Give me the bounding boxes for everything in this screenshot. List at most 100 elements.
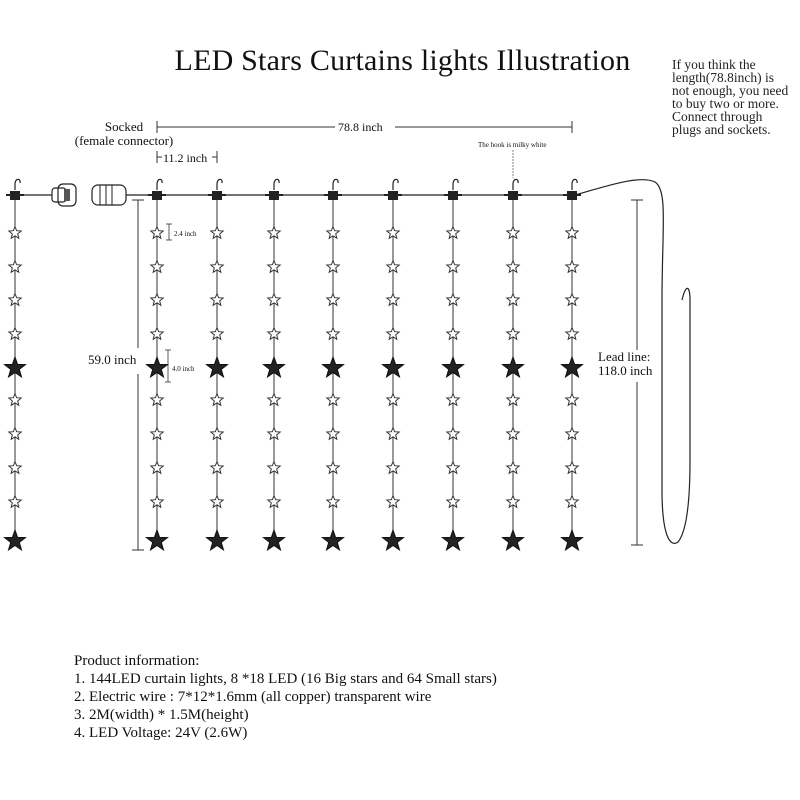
small-star-icon (385, 426, 401, 441)
small-star-icon (445, 392, 461, 407)
light-strand (501, 178, 525, 552)
small-star-icon (266, 426, 282, 441)
light-strand (262, 178, 286, 552)
big-star-icon (381, 528, 405, 552)
small-star-icon (266, 392, 282, 407)
plug-connector (51, 183, 77, 207)
small-star-icon (564, 392, 580, 407)
small-star-icon (445, 494, 461, 509)
small-star-icon (505, 326, 521, 341)
light-strand (145, 178, 169, 552)
big-star-icon (501, 355, 525, 379)
small-star-icon (209, 292, 225, 307)
big-star-icon (560, 355, 584, 379)
small-star-icon (445, 259, 461, 274)
hook-note: The hook is milky white (478, 141, 547, 149)
small-star-icon (149, 326, 165, 341)
small-star-icon (7, 494, 23, 509)
small-star-icon (325, 426, 341, 441)
big-star-icon (321, 355, 345, 379)
small-star-icon (209, 494, 225, 509)
small-star-icon (445, 225, 461, 240)
small-star-icon (445, 326, 461, 341)
spacing-dimension (156, 151, 218, 163)
small-star-icon (266, 326, 282, 341)
big-star-icon (145, 528, 169, 552)
small-star-icon (564, 494, 580, 509)
small-star-icon (505, 494, 521, 509)
big-star-icon (321, 528, 345, 552)
big-gap-label: 4.0 inch (172, 365, 195, 373)
small-star-icon (445, 426, 461, 441)
small-star-icon (149, 225, 165, 240)
big-star-icon (145, 355, 169, 379)
lead-label: Lead line: 118.0 inch (598, 350, 652, 378)
lead-label-line1: Lead line: (598, 349, 651, 364)
light-strand (3, 178, 27, 552)
small-star-icon (325, 326, 341, 341)
small-star-icon (149, 494, 165, 509)
hook-icon (571, 178, 578, 190)
small-star-icon (209, 225, 225, 240)
small-star-icon (7, 225, 23, 240)
big-star-icon (3, 528, 27, 552)
small-star-icon (149, 460, 165, 475)
small-star-icon (209, 426, 225, 441)
height-label: 59.0 inch (88, 352, 137, 367)
small-star-icon (149, 426, 165, 441)
small-star-icon (7, 426, 23, 441)
hook-icon (14, 178, 21, 190)
small-star-icon (505, 225, 521, 240)
product-info: Product information: 1. 144LED curtain l… (74, 652, 497, 742)
small-star-icon (564, 292, 580, 307)
small-star-icon (7, 259, 23, 274)
small-star-icon (149, 292, 165, 307)
big-star-icon (381, 355, 405, 379)
small-star-icon (564, 259, 580, 274)
hook-icon (392, 178, 399, 190)
small-star-icon (149, 259, 165, 274)
socket-label-line1: Socked (104, 119, 144, 134)
light-strand (205, 178, 229, 552)
small-star-icon (385, 225, 401, 240)
big-star-icon (501, 528, 525, 552)
small-star-icon (385, 392, 401, 407)
lead-line (574, 179, 691, 544)
socket-connector (91, 184, 127, 206)
small-star-icon (325, 460, 341, 475)
small-star-icon (7, 292, 23, 307)
small-gap-bracket (166, 223, 172, 241)
hook-icon (216, 178, 223, 190)
small-star-icon (445, 292, 461, 307)
width-label: 78.8 inch (338, 120, 383, 134)
product-info-item: 3. 2M(width) * 1.5M(height) (74, 707, 249, 723)
small-star-icon (209, 259, 225, 274)
width-dimension (156, 121, 573, 133)
hook-icon (156, 178, 163, 190)
product-info-item: 4. LED Voltage: 24V (2.6W) (74, 725, 248, 741)
light-strand (560, 178, 584, 552)
small-star-icon (7, 392, 23, 407)
small-star-icon (505, 392, 521, 407)
small-star-icon (7, 326, 23, 341)
hook-icon (273, 178, 280, 190)
small-star-icon (325, 292, 341, 307)
small-star-icon (385, 460, 401, 475)
big-gap-bracket (165, 349, 171, 383)
hook-icon (332, 178, 339, 190)
small-star-icon (564, 225, 580, 240)
light-strand (381, 178, 405, 552)
big-star-icon (560, 528, 584, 552)
small-star-icon (325, 259, 341, 274)
small-star-icon (325, 392, 341, 407)
small-star-icon (385, 292, 401, 307)
light-strands (3, 178, 584, 552)
small-gap-label: 2.4 inch (174, 230, 197, 238)
small-star-icon (266, 259, 282, 274)
product-info-item: 2. Electric wire : 7*12*1.6mm (all coppe… (74, 689, 432, 705)
small-star-icon (385, 259, 401, 274)
small-star-icon (149, 392, 165, 407)
hook-icon (452, 178, 459, 190)
page-title: LED Stars Curtains lights Illustration (174, 44, 631, 77)
small-star-icon (385, 494, 401, 509)
